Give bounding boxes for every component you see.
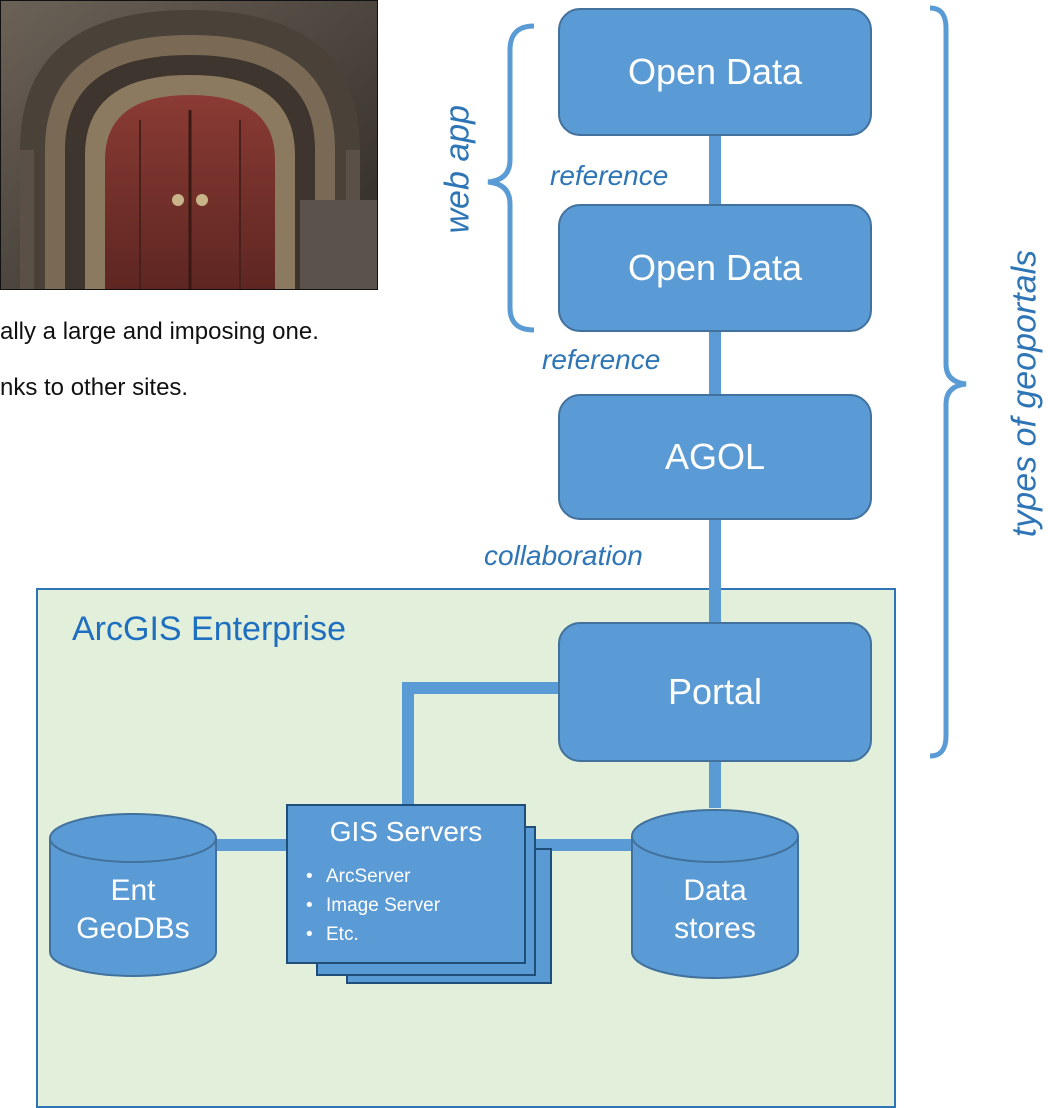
connector-portal-to-servers-vertical — [402, 682, 414, 806]
data-stores-label: Data stores — [630, 872, 800, 948]
reference-label-bottom: reference — [542, 344, 661, 375]
ent-geodbs-label: Ent GeoDBs — [48, 872, 218, 948]
ent-geodbs-cylinder — [49, 813, 217, 977]
connector-open-data-to-agol — [709, 330, 721, 396]
web-app-bracket — [487, 23, 535, 333]
gis-servers-item-etc: Etc. — [306, 920, 440, 949]
open-data-top-box: Open Data — [558, 8, 872, 136]
data-stores-cylinder — [631, 809, 799, 979]
reference-label-top: reference — [550, 160, 669, 191]
gis-servers-title: GIS Servers — [329, 816, 483, 847]
agol-box: AGOL — [558, 394, 872, 520]
collaboration-label: collaboration — [484, 540, 643, 571]
data-stores-line-1: Data — [683, 874, 747, 907]
gis-servers-sheet-front: GIS Servers ArcServer Image Server Etc. — [286, 804, 526, 964]
arched-door-photo — [0, 0, 378, 290]
portal-box: Portal — [558, 622, 872, 762]
gis-servers-list: ArcServer Image Server Etc. — [306, 862, 440, 949]
gis-servers-item-image-server: Image Server — [306, 891, 440, 920]
caption-line-1: ally a large and imposing one. — [0, 318, 319, 345]
web-app-label: web app — [438, 104, 477, 234]
connector-open-data-top-to-bottom — [709, 134, 721, 206]
agol-label: AGOL — [664, 436, 766, 477]
connector-geodbs-to-servers — [214, 839, 288, 851]
gis-servers-item-arcserver: ArcServer — [306, 862, 440, 891]
portal-label: Portal — [667, 671, 763, 712]
connector-agol-to-portal — [709, 518, 721, 624]
geoportals-bracket — [929, 5, 967, 759]
ent-geodbs-line-2: GeoDBs — [76, 912, 190, 945]
ent-geodbs-line-1: Ent — [110, 874, 156, 907]
caption-line-2: nks to other sites. — [0, 374, 189, 401]
open-data-top-label: Open Data — [627, 51, 803, 92]
data-stores-line-2: stores — [674, 912, 756, 945]
connector-portal-to-data-stores — [709, 760, 721, 808]
arcgis-enterprise-title: ArcGIS Enterprise — [72, 610, 346, 648]
types-of-geoportals-label: types of geoportals — [1005, 249, 1044, 538]
connector-portal-to-servers-horizontal — [402, 682, 560, 694]
open-data-bottom-box: Open Data — [558, 204, 872, 332]
open-data-bottom-label: Open Data — [627, 247, 803, 288]
